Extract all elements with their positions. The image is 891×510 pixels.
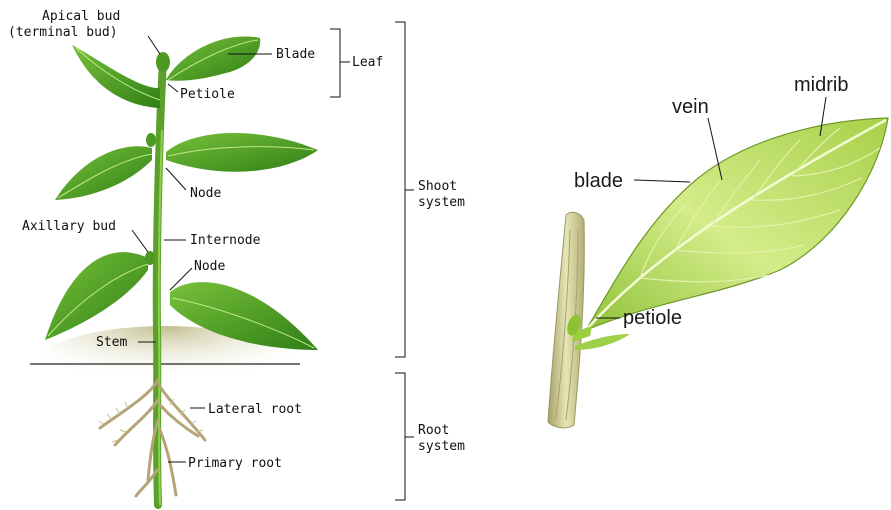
label-node-upper: Node bbox=[190, 186, 221, 201]
label-primary-root: Primary root bbox=[188, 456, 282, 471]
leaf-low-left bbox=[45, 252, 148, 340]
label-apical-bud-line2: (terminal bud) bbox=[8, 25, 118, 40]
label-petiole-leaf: petiole bbox=[623, 307, 682, 329]
leaf-bracket bbox=[330, 29, 350, 97]
leaf-top-left bbox=[72, 45, 160, 108]
label-blade-plant: Blade bbox=[276, 47, 315, 62]
label-stem: Stem bbox=[96, 335, 127, 350]
label-midrib: midrib bbox=[794, 74, 848, 96]
label-lateral-root: Lateral root bbox=[208, 402, 302, 417]
label-internode: Internode bbox=[190, 233, 261, 248]
label-blade-leaf: blade bbox=[574, 170, 623, 192]
plant-illustration bbox=[30, 36, 318, 505]
axillary-bud-upper bbox=[146, 133, 156, 147]
leaf-blade bbox=[586, 118, 888, 330]
plant-labels: Apical bud (terminal bud) Blade Leaf Pet… bbox=[8, 9, 465, 471]
label-leaf: Leaf bbox=[352, 55, 383, 70]
label-apical-bud-line1: Apical bud bbox=[42, 9, 120, 24]
shoot-bracket bbox=[395, 22, 414, 357]
label-root-system-line2: system bbox=[418, 439, 465, 454]
root-bracket bbox=[395, 373, 414, 500]
label-root-system-line1: Root bbox=[418, 423, 449, 438]
label-vein: vein bbox=[672, 96, 709, 118]
leaf-mid-left bbox=[55, 146, 152, 200]
label-node-lower: Node bbox=[194, 259, 225, 274]
label-shoot-system-line1: Shoot bbox=[418, 179, 457, 194]
leaf-top-right bbox=[166, 36, 260, 80]
apical-bud bbox=[156, 52, 170, 72]
brackets bbox=[330, 22, 414, 500]
label-petiole-plant: Petiole bbox=[180, 87, 235, 102]
label-axillary-bud: Axillary bud bbox=[22, 219, 116, 234]
plant-leaves bbox=[45, 36, 318, 350]
axillary-bud-lower bbox=[145, 251, 155, 265]
label-shoot-system-line2: system bbox=[418, 195, 465, 210]
